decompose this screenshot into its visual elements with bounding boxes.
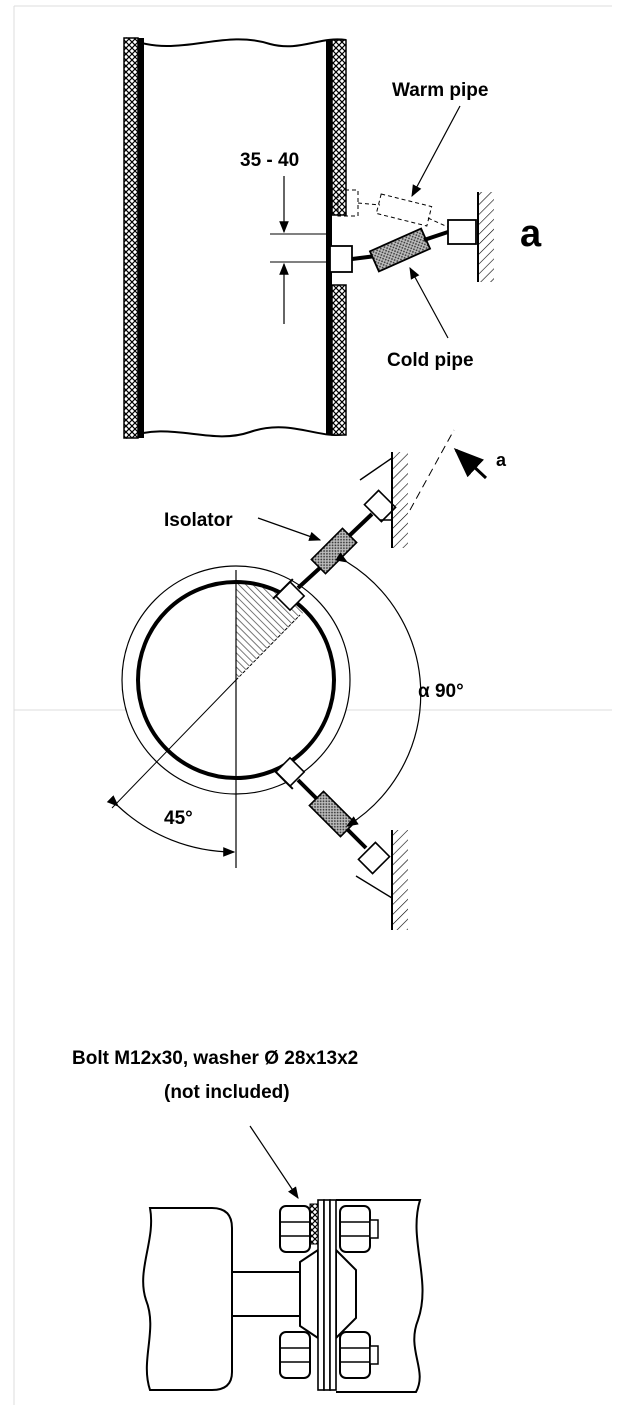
pipe-wall-right — [326, 40, 332, 434]
alpha-arc — [335, 552, 422, 827]
view-letter-a: a — [520, 213, 542, 255]
left-mount-body — [142, 1207, 233, 1391]
plate-3 — [329, 1199, 337, 1391]
flange-cone-left — [299, 1248, 319, 1340]
pipe-insulation-left — [123, 37, 139, 439]
dimension-label: 35 - 40 — [240, 150, 299, 171]
cold-rod-right — [423, 230, 449, 242]
lower-clamp — [272, 756, 306, 790]
angle-45-label: 45° — [164, 808, 193, 829]
cold-pipe-label: Cold pipe — [387, 350, 474, 371]
figure-a-pipe-side-view: 35 - 40 Warm pipe Cold pipe a — [123, 37, 542, 439]
pipe-wall-left — [138, 38, 144, 438]
warm-pipe-label: Warm pipe — [392, 80, 488, 101]
wall-bracket — [447, 219, 477, 245]
view-direction-arrow — [453, 447, 488, 480]
lower-wall-hatch — [392, 830, 408, 930]
upper-clamp — [272, 578, 306, 612]
lower-wall-bracket — [357, 841, 391, 875]
upper-bolt-right — [339, 1205, 379, 1253]
plate-1 — [317, 1199, 325, 1391]
pipe-insulation-right-upper — [331, 39, 347, 216]
isolator-label: Isolator — [164, 510, 233, 531]
pipe-insulation-right-lower — [331, 284, 347, 436]
angle-45-arc — [106, 795, 236, 857]
plate-2 — [323, 1199, 331, 1391]
flange-cone-right — [335, 1247, 357, 1341]
figure-c-bolt-detail: Bolt M12x30, washer Ø 28x13x2 (not inclu… — [72, 1048, 424, 1393]
diagonal-axis-lower — [111, 679, 237, 809]
cold-pipe-leader — [409, 266, 449, 339]
alpha-label: α 90° — [418, 681, 464, 702]
pipe-top-break — [125, 37, 347, 48]
cold-bracket — [329, 245, 353, 273]
view-direction-line — [409, 429, 455, 511]
warm-position-ghost — [337, 189, 451, 229]
right-pipe-section — [336, 1199, 424, 1393]
upper-bolt-left — [279, 1205, 311, 1253]
pipe-bottom-break — [125, 426, 347, 439]
upper-rod-1 — [296, 564, 324, 590]
cold-isolator — [368, 227, 432, 273]
bolt-leader — [249, 1125, 299, 1199]
lower-rod-1 — [296, 778, 320, 802]
bolt-label-line2: (not included) — [164, 1082, 290, 1103]
diagonal-axis-upper — [235, 614, 301, 681]
view-arrow-label: a — [496, 450, 507, 470]
warm-pipe-leader — [411, 105, 461, 198]
wall-hatch — [478, 192, 494, 282]
lower-rod-2 — [345, 827, 368, 850]
upper-wall-hatch — [392, 452, 408, 548]
lower-bolt-left — [279, 1331, 311, 1379]
figure-b-cross-section: α 90° 45° Isolator a — [106, 429, 507, 930]
washer-upper — [309, 1203, 319, 1245]
pipe-body — [140, 39, 330, 402]
bolt-label-line1: Bolt M12x30, washer Ø 28x13x2 — [72, 1048, 358, 1069]
lower-bolt-right — [339, 1331, 379, 1379]
isolator-leader — [257, 517, 322, 541]
upper-wall-bracket — [363, 489, 397, 523]
mount-shaft — [231, 1271, 301, 1317]
upper-rod-2 — [347, 512, 374, 538]
